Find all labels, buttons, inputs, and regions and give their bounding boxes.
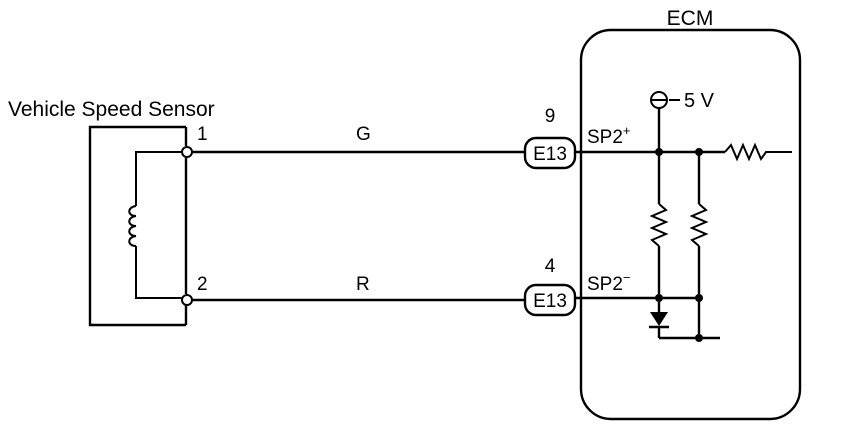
wire-r-label: R <box>356 274 370 295</box>
resistor-right-icon <box>724 142 792 162</box>
sensor-box <box>88 125 186 327</box>
sensor-pin-1: 1 <box>197 124 208 145</box>
supply-5v-label: 5 V <box>684 90 715 112</box>
junction-dot <box>655 148 663 156</box>
connector-e13-top-label: E13 <box>533 144 567 165</box>
connector-e13-bottom <box>523 283 577 317</box>
sensor-terminal-2 <box>181 294 193 306</box>
wire-g-label: G <box>356 124 371 145</box>
resistor-1-icon <box>649 203 669 247</box>
junction-dot <box>695 334 703 342</box>
ecm-box <box>579 28 802 421</box>
signal-sp2-plus: SP2+ <box>587 123 631 148</box>
connector-e13-bottom-label: E13 <box>533 291 567 312</box>
connector-bottom-pin: 4 <box>545 256 556 277</box>
sensor-pin-2: 2 <box>197 274 208 295</box>
signal-sp2-minus: SP2− <box>587 270 631 295</box>
sensor-terminal-1 <box>181 146 193 158</box>
junction-dot <box>695 294 703 302</box>
junction-dot <box>655 294 663 302</box>
connector-top-pin: 9 <box>545 106 556 127</box>
junction-dot <box>695 148 703 156</box>
sensor-title: Vehicle Speed Sensor <box>8 98 215 121</box>
diode-icon <box>650 312 668 326</box>
ecm-title: ECM <box>667 7 714 30</box>
sensor-internal-wiring <box>135 151 182 299</box>
resistor-2-icon <box>689 203 709 247</box>
coil-icon <box>128 205 137 247</box>
